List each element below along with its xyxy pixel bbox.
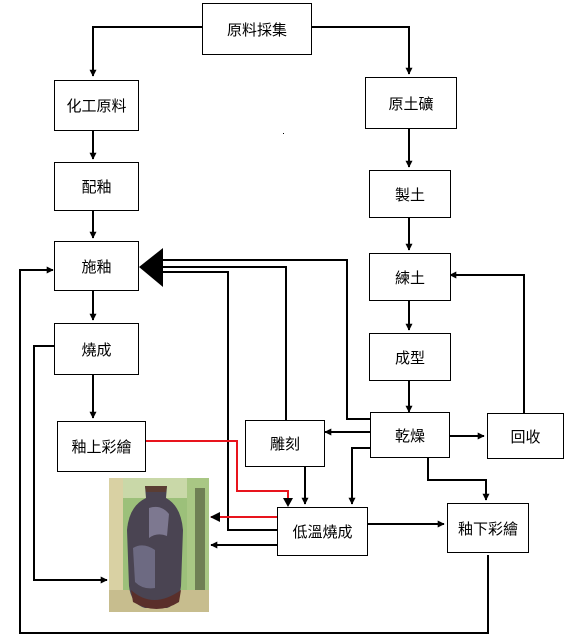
edge-underglaze-glazing [19,266,489,634]
node-drying: 乾燥 [370,412,450,458]
node-carving: 雕刻 [245,420,325,467]
big-arrowhead [139,248,163,287]
node-chem-material: 化工原料 [54,80,139,131]
node-glazing: 施釉 [54,241,139,291]
node-glaze-mix: 配釉 [54,162,139,211]
node-overglaze: 釉上彩繪 [57,421,146,472]
node-wedge-clay: 練土 [369,253,451,301]
node-firing: 燒成 [54,323,139,375]
edge-collect-chem [89,26,202,77]
node-make-clay: 製土 [369,170,451,218]
edge-drying-glazing [162,259,370,420]
node-recycle: 回收 [487,413,564,459]
edge-firing-vase [33,345,108,584]
edge-lowfire-glazing [162,271,277,531]
vase-photo [109,478,209,612]
node-raw-collect: 原料採集 [202,3,312,55]
edge-recycle-wedge [449,271,525,413]
edge-drying-lowfire [348,447,370,505]
node-raw-clay: 原土礦 [365,77,457,129]
node-forming: 成型 [369,333,451,381]
node-underglaze: 釉下彩繪 [447,503,529,553]
edge-carving-glazing [162,266,287,420]
edge-overglaze-lowfire [146,440,289,504]
edge-drying-underglaze [427,458,490,501]
node-low-temp-firing: 低溫燒成 [277,507,368,556]
edge-collect-clay [312,26,413,75]
vase-image-icon [109,478,209,612]
